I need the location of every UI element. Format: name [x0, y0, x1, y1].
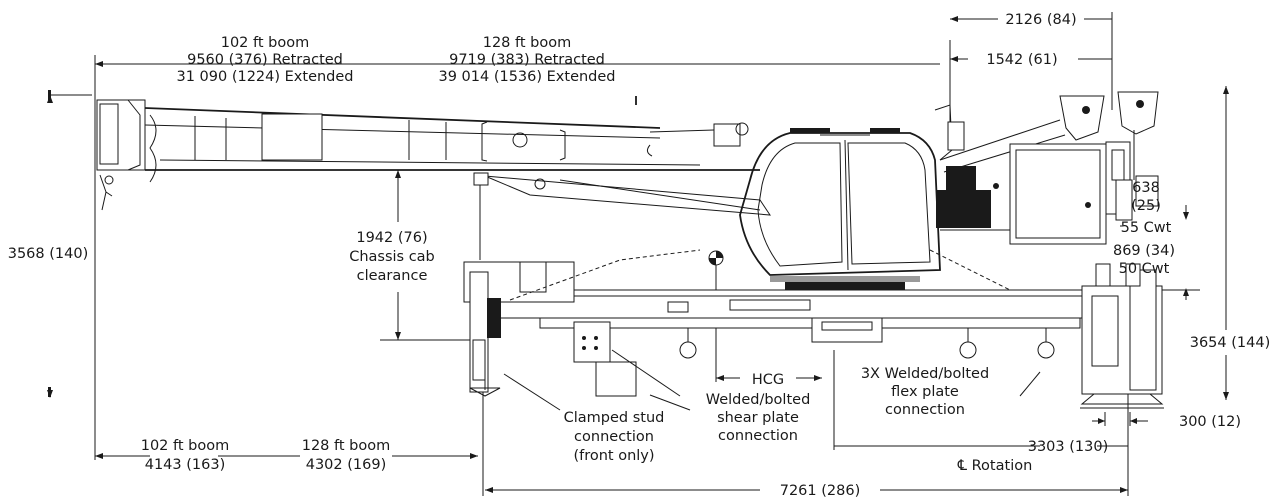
dim-3568-label: 3568 (140): [8, 246, 89, 262]
hcg-symbol: [708, 250, 724, 266]
dim-7261-label: 7261 (286): [780, 483, 861, 499]
counterweight-drawing: [936, 91, 1159, 245]
clamped-stud-label-2: connection: [574, 429, 654, 445]
shear-plate-label-3: connection: [718, 428, 798, 444]
dim-638-value: 638: [1132, 180, 1160, 196]
dim-3303-label: 3303 (130): [1028, 439, 1109, 455]
boom128-bottom-value: 4302 (169): [306, 457, 387, 473]
clearance-label-1: Chassis cab: [349, 249, 435, 265]
dim-1542-label: 1542 (61): [986, 52, 1057, 68]
dim-638-unit: (25): [1131, 198, 1161, 214]
dim-2126-label: 2126 (84): [1005, 12, 1076, 28]
shear-plate-label-1: Welded/bolted: [706, 392, 811, 408]
flex-plate-label-3: connection: [885, 402, 965, 418]
carrier-chassis-drawing: [463, 249, 1164, 409]
shear-plate-label-2: shear plate: [717, 410, 799, 426]
boom128-top-retracted: 9719 (383) Retracted: [449, 52, 605, 68]
boom128-top-title: 128 ft boom: [483, 35, 572, 51]
dim-869-label: 869 (34): [1113, 243, 1175, 259]
boom102-top-title: 102 ft boom: [221, 35, 310, 51]
bottom-dimension-lines: [95, 265, 1148, 496]
clamped-stud-label-1: Clamped stud: [564, 410, 665, 426]
rotation-label: ℄ Rotation: [957, 458, 1033, 474]
flex-plate-label-2: flex plate: [891, 384, 959, 400]
dim-300-label: 300 (12): [1179, 414, 1241, 430]
clamped-stud-label-3: (front only): [573, 448, 654, 464]
boom102-top-retracted: 9560 (376) Retracted: [187, 52, 343, 68]
top-dimension-lines: [47, 12, 1229, 460]
boom102-bottom-value: 4143 (163): [145, 457, 226, 473]
boom-drawing: [96, 96, 771, 260]
boom128-top-extended: 39 014 (1536) Extended: [438, 69, 615, 85]
clearance-label-2: clearance: [357, 268, 428, 284]
leader-lines: [503, 225, 1122, 411]
labels: 102 ft boom 9560 (376) Retracted 31 090 …: [8, 12, 1271, 499]
boom102-bottom-title: 102 ft boom: [141, 438, 230, 454]
cwt-50-label: 50 Cwt: [1119, 261, 1170, 277]
clearance-value: 1942 (76): [356, 230, 427, 246]
hcg-label: HCG: [752, 372, 784, 388]
cwt-55-label: 55 Cwt: [1121, 220, 1172, 236]
operator-cab-drawing: [739, 104, 965, 276]
tick-marks: [48, 90, 51, 397]
boom128-bottom-title: 128 ft boom: [302, 438, 391, 454]
flex-plate-label-1: 3X Welded/bolted: [861, 366, 989, 382]
dim-3654-label: 3654 (144): [1190, 335, 1271, 351]
boom102-top-extended: 31 090 (1224) Extended: [176, 69, 353, 85]
